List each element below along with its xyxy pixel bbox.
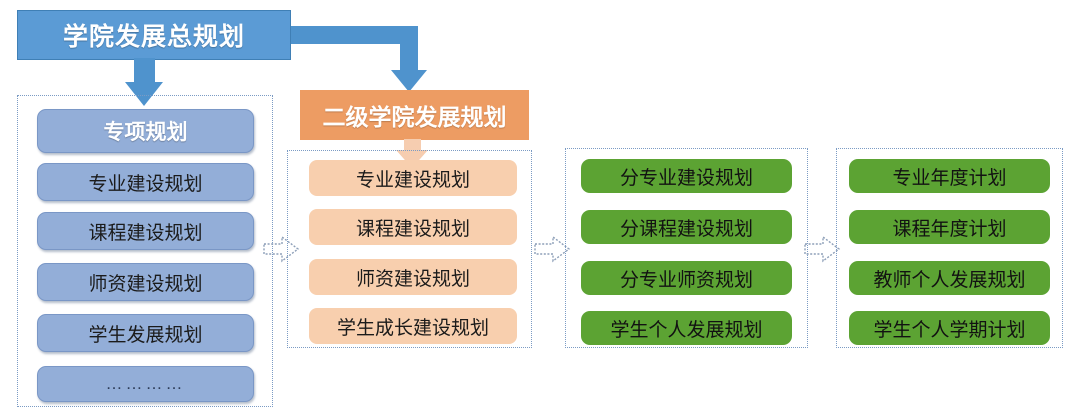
master-plan-box[interactable]: 学院发展总规划	[17, 10, 291, 60]
elbow-arrow-vertical-segment	[400, 26, 418, 72]
connector-arrow-col1-to-col2-icon	[262, 232, 302, 266]
list-item[interactable]: 分专业师资规划	[581, 261, 792, 295]
connector-arrow-col2-to-col3-icon	[533, 232, 573, 266]
list-item[interactable]: 专业年度计划	[849, 159, 1050, 193]
list-item[interactable]: 师资建设规划	[309, 259, 517, 295]
group-container-secondary-college-plans	[287, 150, 532, 348]
elbow-arrow-head-icon	[391, 70, 427, 92]
list-item[interactable]: 课程建设规划	[37, 212, 254, 250]
list-item[interactable]: 教师个人发展规划	[849, 261, 1050, 295]
list-item[interactable]: 学生发展规划	[37, 314, 254, 352]
list-item[interactable]: 学生成长建设规划	[309, 308, 517, 344]
list-item[interactable]: 分课程建设规划	[581, 210, 792, 244]
list-item[interactable]: 学生个人发展规划	[581, 311, 792, 345]
connector-arrow-col3-to-col4-icon	[803, 232, 843, 266]
list-item[interactable]: 专业建设规划	[37, 163, 254, 201]
group-container-annual-plans	[836, 148, 1063, 348]
down-arrow-stem	[134, 58, 155, 84]
list-item-ellipsis[interactable]: …………	[37, 366, 254, 402]
column-header-special-plans[interactable]: 专项规划	[37, 109, 254, 153]
list-item[interactable]: 课程建设规划	[309, 209, 517, 245]
group-container-special-plans	[17, 95, 273, 407]
list-item[interactable]: 课程年度计划	[849, 210, 1050, 244]
list-item[interactable]: 专业建设规划	[309, 160, 517, 196]
column-header-secondary-college-plans[interactable]: 二级学院发展规划	[300, 90, 529, 140]
group-container-sub-division-plans	[565, 148, 808, 348]
orange-down-arrow-stem	[404, 139, 421, 153]
list-item[interactable]: 师资建设规划	[37, 263, 254, 301]
elbow-arrow-horizontal-segment	[291, 26, 418, 44]
list-item[interactable]: 分专业建设规划	[581, 159, 792, 193]
down-arrow-head-icon	[125, 82, 163, 106]
list-item[interactable]: 学生个人学期计划	[849, 311, 1050, 345]
